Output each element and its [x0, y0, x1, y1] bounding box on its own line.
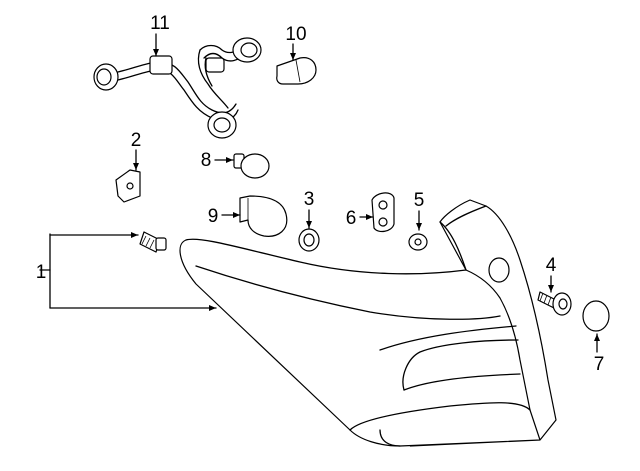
callout-10-label: 10 [285, 24, 306, 45]
leader-lines [39, 33, 600, 353]
stud-bolt-part [139, 231, 167, 253]
callout-7-label: 7 [594, 354, 605, 375]
bracket-part [115, 169, 141, 203]
tail-lamp-assembly [179, 199, 557, 447]
gasket-part [371, 192, 395, 233]
screw-part [537, 291, 572, 316]
callout-9-label: 9 [208, 206, 219, 227]
callout-1-label: 1 [36, 262, 47, 283]
callout-3-label: 3 [304, 189, 315, 210]
callout-11-label: 11 [150, 13, 170, 34]
bulb-part [233, 153, 270, 179]
callout-6-label: 6 [346, 208, 357, 229]
callout-2-label: 2 [131, 130, 142, 151]
callout-8-label: 8 [201, 150, 212, 171]
seal-part [408, 233, 428, 251]
wiring-harness-part [93, 37, 262, 139]
callout-5-label: 5 [414, 190, 425, 211]
round-plug-part [582, 300, 610, 332]
callout-4-label: 4 [546, 255, 557, 276]
bulb-socket-part [276, 57, 317, 85]
lamp-bulb-part [239, 195, 288, 237]
grommet-part [298, 228, 320, 252]
